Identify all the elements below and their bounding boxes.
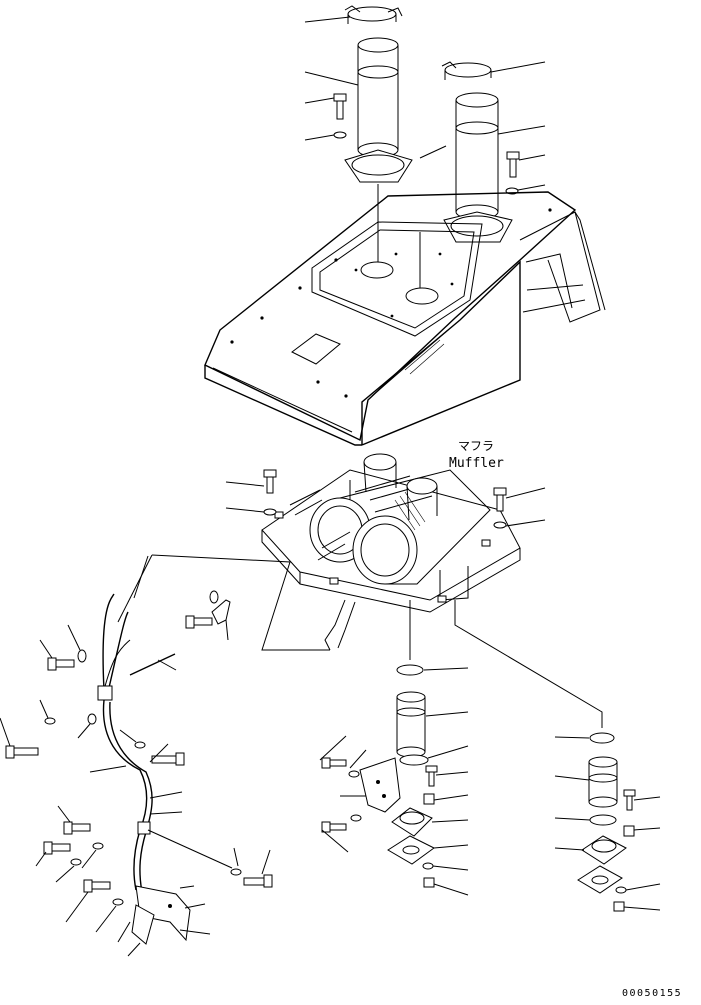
- harness-bolt-top: [185, 590, 219, 629]
- engine-hood: [204, 191, 606, 446]
- adapter-pipe: [396, 691, 469, 758]
- right-adapter-pipe: [554, 756, 618, 808]
- right-exhaust-stack: [443, 92, 546, 243]
- right-stack-bolt: [505, 151, 546, 195]
- muffler-label-jp: マフラ: [458, 439, 494, 453]
- middle-small-bolt: [423, 765, 469, 805]
- bracket-plate: [340, 757, 401, 813]
- muffler-mount-bolt-left: [225, 469, 277, 516]
- harness-bolts-lower-left: [35, 805, 131, 943]
- right-o-ring-lower: [554, 814, 617, 826]
- right-flange: [554, 835, 627, 894]
- harness-bolt-lower-right: [147, 829, 273, 888]
- middle-flange: [387, 807, 469, 896]
- o-ring-lower: [399, 745, 469, 766]
- harness-bolt-left-upper: [39, 624, 87, 671]
- right-o-ring-upper: [554, 732, 615, 744]
- muffler-assembly: [261, 453, 521, 651]
- drawing-number: 00050155: [622, 988, 682, 999]
- right-small-bolt: [613, 789, 661, 912]
- left-stack-clamp: [304, 5, 403, 24]
- right-stack-clamp: [441, 61, 546, 80]
- muffler-mount-bolt-right: [493, 487, 546, 529]
- harness-bolt-left-mid: [0, 699, 97, 759]
- cable-harness: [97, 593, 231, 957]
- left-stack-bolt: [304, 93, 347, 141]
- muffler-label-en: Muffler: [449, 456, 504, 471]
- middle-left-bolts: [319, 735, 367, 853]
- left-exhaust-stack: [304, 37, 413, 183]
- o-ring-upper: [396, 664, 469, 676]
- harness-bolt-right-mid: [89, 729, 185, 773]
